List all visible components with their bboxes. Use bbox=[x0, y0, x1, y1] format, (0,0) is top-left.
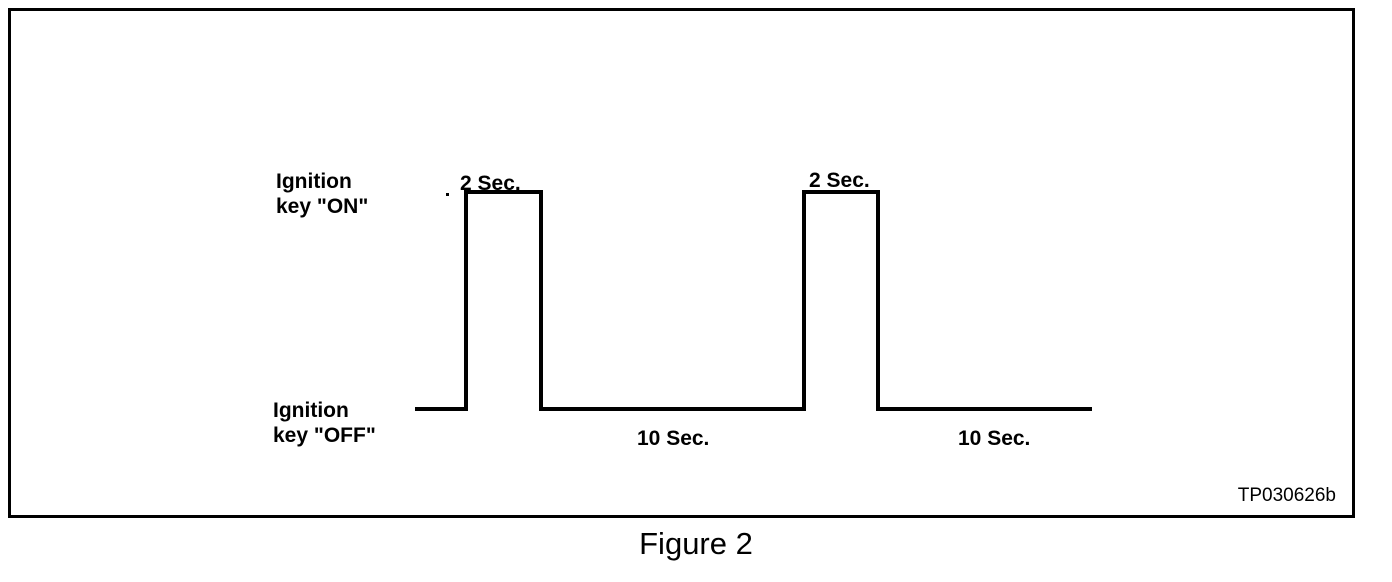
label-on-duration-2: 2 Sec. bbox=[809, 169, 870, 192]
waveform-polyline bbox=[415, 190, 1092, 411]
label-ignition-key-off: Ignition key "OFF" bbox=[273, 399, 376, 447]
figure-frame-border: Ignition key "ON" Ignition key "OFF" 2 S… bbox=[8, 8, 1355, 518]
figure-caption: Figure 2 bbox=[639, 526, 753, 561]
drawing-id-watermark: TP030626b bbox=[1237, 485, 1336, 506]
label-ignition-key-on: Ignition key "ON" bbox=[276, 170, 369, 218]
label-off-duration-1: 10 Sec. bbox=[637, 427, 710, 450]
label-off-duration-2: 10 Sec. bbox=[958, 427, 1031, 450]
label-on-duration-1: 2 Sec. bbox=[460, 172, 521, 195]
scan-speck-artifact bbox=[446, 193, 449, 196]
